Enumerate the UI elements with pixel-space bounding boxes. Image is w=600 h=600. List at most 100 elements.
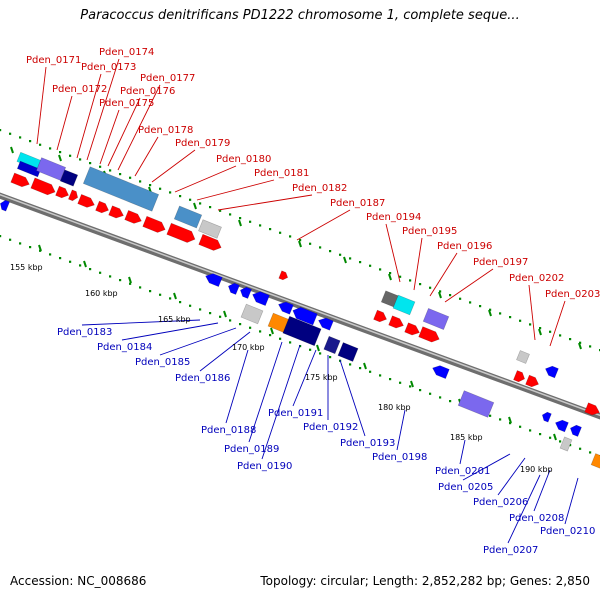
- guide-dot: [89, 268, 92, 271]
- scale-label: 160 kbp: [85, 289, 118, 298]
- top-gene-label: Pden_0173: [81, 62, 136, 73]
- gene-box: [457, 390, 495, 418]
- reverse-gene: [278, 301, 294, 315]
- guide-dot: [419, 389, 422, 392]
- reverse-gene-shape: [0, 199, 10, 212]
- guide-dot: [359, 367, 362, 370]
- gene-box: [16, 160, 42, 178]
- guide-dot: [139, 180, 142, 183]
- bottom-gene-label: Pden_0208: [509, 513, 564, 524]
- guide-dot: [449, 400, 452, 403]
- forward-gene-shape: [525, 374, 539, 388]
- guide-dot: [279, 337, 282, 340]
- reverse-gene-shape: [432, 365, 450, 380]
- tick-mark: [10, 146, 14, 154]
- tick-mark: [343, 256, 347, 264]
- guide-dot: [379, 268, 382, 271]
- forward-gene-shape: [388, 315, 404, 329]
- forward-gene-shape: [166, 222, 196, 243]
- gene-box-shape: [337, 342, 359, 362]
- tick-mark: [58, 154, 62, 162]
- gene-box: [337, 342, 359, 362]
- reverse-gene: [569, 424, 582, 437]
- guide-dot: [429, 392, 432, 395]
- guide-dot: [529, 323, 532, 326]
- reverse-gene: [541, 411, 552, 423]
- top-gene-label: Pden_0194: [366, 212, 421, 223]
- top-gene-label: Pden_0177: [140, 73, 195, 84]
- guide-dot: [519, 425, 522, 428]
- gene-features: [0, 151, 600, 469]
- bottom-leader-line: [81, 319, 201, 326]
- top-gene-label: Pden_0180: [216, 154, 271, 165]
- forward-gene-shape: [95, 200, 109, 214]
- gene-box-shape: [590, 453, 600, 469]
- guide-dot: [199, 202, 202, 205]
- reverse-gene: [205, 273, 223, 288]
- guide-dot: [319, 352, 322, 355]
- forward-gene-shape: [198, 233, 222, 251]
- guide-dot: [69, 154, 72, 157]
- accession-text: Accession: NC_008686: [10, 574, 147, 588]
- scale-label: 180 kbp: [378, 403, 411, 412]
- forward-gene-shape: [584, 402, 600, 416]
- bottom-leader-line: [159, 327, 237, 356]
- gene-box: [392, 294, 416, 316]
- guide-dot: [429, 286, 432, 289]
- guide-dot: [219, 315, 222, 318]
- guide-dot: [219, 209, 222, 212]
- forward-gene: [124, 209, 142, 224]
- gene-box-shape: [35, 157, 67, 181]
- gene-box: [422, 307, 450, 331]
- guide-dot: [139, 286, 142, 289]
- guide-dot: [79, 264, 82, 267]
- reverse-gene: [432, 365, 450, 380]
- gene-box: [590, 453, 600, 469]
- guide-dot: [489, 414, 492, 417]
- forward-gene: [10, 172, 30, 188]
- tick-mark: [578, 342, 582, 350]
- forward-gene: [525, 374, 539, 388]
- top-leader-line: [99, 109, 120, 165]
- forward-gene-shape: [68, 189, 79, 202]
- bottom-leader-line: [533, 469, 551, 512]
- tick-mark: [83, 260, 87, 268]
- guide-dot: [119, 173, 122, 176]
- top-leader-line: [107, 97, 141, 167]
- guide-dot: [129, 176, 132, 179]
- scale-label: 190 kbp: [520, 465, 553, 474]
- gene-box-shape: [240, 303, 264, 325]
- gene-box-shape: [559, 436, 573, 452]
- bottom-leader-line: [292, 349, 317, 407]
- top-leader-line: [76, 73, 102, 159]
- gene-box-shape: [59, 169, 79, 187]
- guide-dot: [159, 293, 162, 296]
- forward-gene-shape: [55, 185, 69, 199]
- guide-dot: [149, 290, 152, 293]
- guide-dot: [519, 319, 522, 322]
- guide-dot: [389, 378, 392, 381]
- guide-dot: [329, 356, 332, 359]
- guide-dot: [259, 224, 262, 227]
- bottom-leader-line: [507, 474, 541, 544]
- top-leader-line: [174, 165, 237, 193]
- guide-dot: [559, 440, 562, 443]
- top-leader-line: [196, 179, 275, 201]
- guide-dot: [589, 345, 592, 348]
- top-gene-label: Pden_0174: [99, 47, 154, 58]
- forward-gene: [95, 200, 109, 214]
- guide-dot: [439, 290, 442, 293]
- reverse-gene: [555, 419, 569, 433]
- guide-dot: [249, 326, 252, 329]
- map-title: Paracoccus denitrificans PD1222 chromoso…: [80, 8, 520, 23]
- top-gene-label: Pden_0202: [509, 273, 564, 284]
- guide-dot: [499, 312, 502, 315]
- guide-dot: [289, 341, 292, 344]
- guide-dot: [349, 257, 352, 260]
- gene-box-shape: [282, 315, 322, 347]
- scale-label: 185 kbp: [450, 433, 483, 442]
- backbone-highlight: [0, 193, 600, 417]
- guide-dot: [169, 191, 172, 194]
- gene-box: [240, 303, 264, 325]
